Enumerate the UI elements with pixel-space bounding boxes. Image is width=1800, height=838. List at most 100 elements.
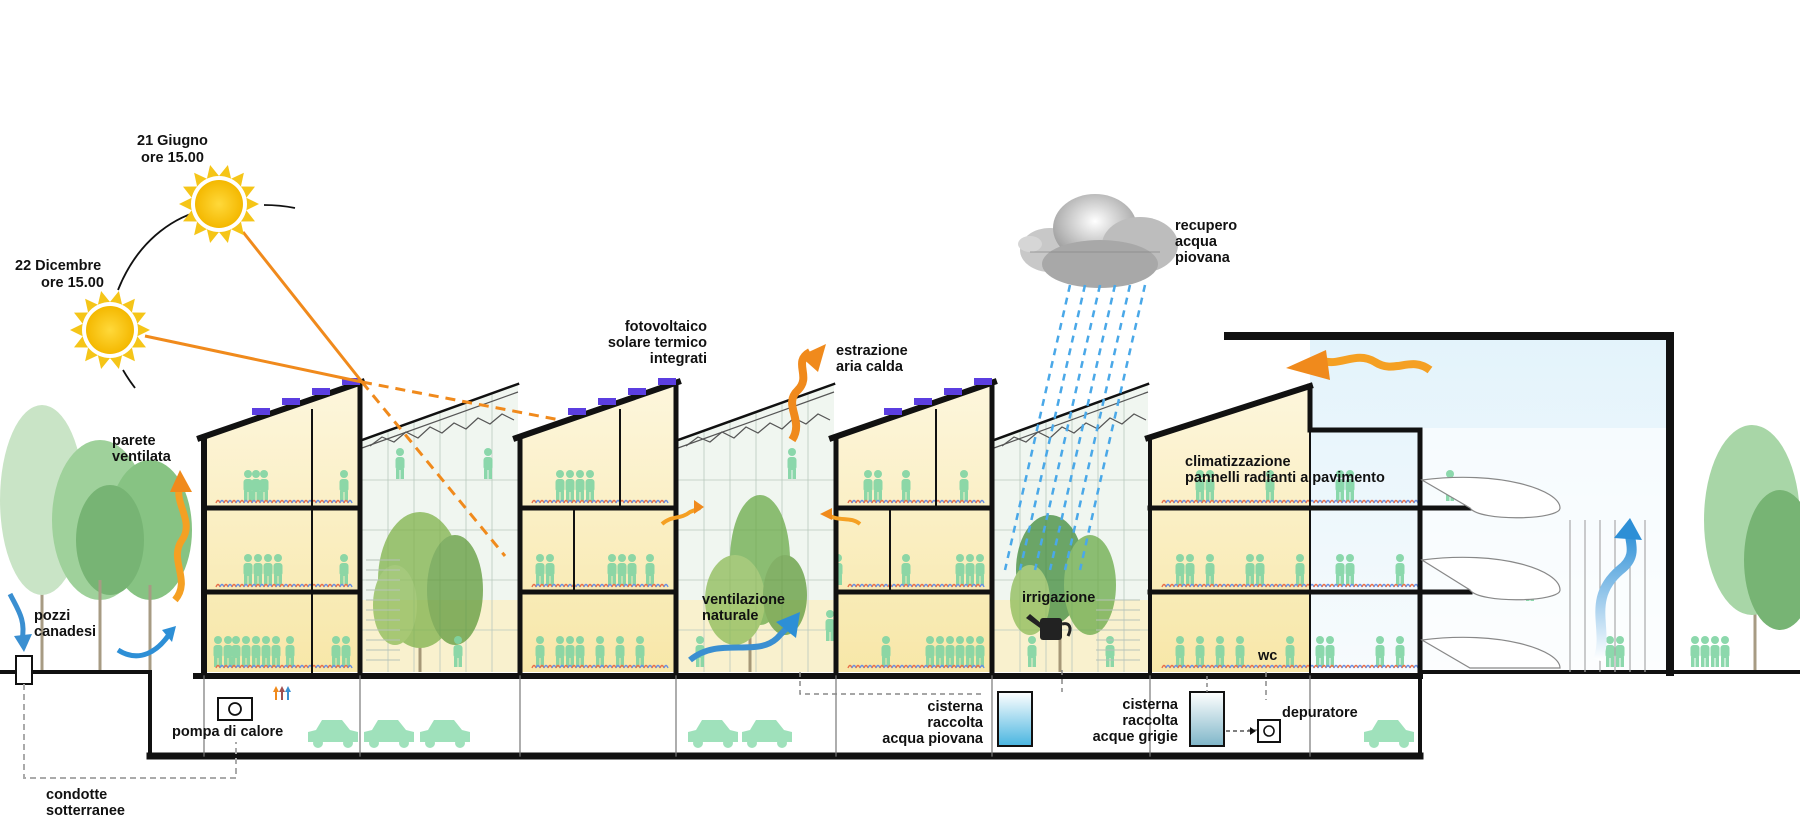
person-icon [271, 636, 281, 667]
person-icon [1615, 636, 1625, 667]
person-icon [1027, 636, 1037, 667]
airflow-arrows [7, 344, 1642, 663]
person-icon [555, 470, 565, 501]
person-icon [241, 636, 251, 667]
person-icon [535, 554, 545, 585]
person-icon [339, 554, 349, 585]
person-icon [1185, 554, 1195, 585]
sun-path [117, 204, 296, 389]
person-icon [1395, 554, 1405, 585]
parking-cars [308, 720, 1414, 748]
heat-pump-icon [217, 686, 291, 721]
person-icon [1205, 470, 1215, 501]
person-icon [1345, 554, 1355, 585]
pv-panel [914, 398, 932, 405]
person-icon [1315, 636, 1325, 667]
label-purifier: depuratore [1282, 705, 1358, 721]
airflow-arrow-icon [170, 470, 192, 603]
person-icon [285, 636, 295, 667]
pv-panel [628, 388, 646, 395]
person-icon [535, 636, 545, 667]
airflow-arrow-icon [660, 500, 862, 526]
airflow-arrow-icon [1286, 350, 1433, 380]
person-icon [1335, 470, 1345, 501]
person-icon [595, 636, 605, 667]
tree-icon [373, 512, 483, 672]
person-icon [925, 636, 935, 667]
person-icon [901, 470, 911, 501]
person-icon [1265, 470, 1275, 501]
person-icon [253, 554, 263, 585]
people-layer [213, 448, 1730, 667]
person-icon [1325, 636, 1335, 667]
person-icon [1335, 554, 1345, 585]
person-icon [627, 554, 637, 585]
pv-panel [658, 378, 676, 385]
person-icon [975, 636, 985, 667]
person-icon [945, 636, 955, 667]
person-icon [1690, 636, 1700, 667]
building-structure [0, 332, 1800, 760]
person-icon [635, 636, 645, 667]
airflow-arrow-icon [688, 612, 800, 663]
services [15, 614, 1281, 779]
car-icon [742, 720, 792, 748]
person-icon [1255, 554, 1265, 585]
pv-panel [974, 378, 992, 385]
airflow-arrow-icon [7, 592, 176, 659]
person-icon [243, 470, 253, 501]
person-icon [615, 636, 625, 667]
person-icon [825, 610, 835, 641]
person-icon [483, 448, 493, 479]
person-icon [575, 470, 585, 501]
person-icon [231, 636, 241, 667]
person-icon [339, 470, 349, 501]
person-icon [965, 636, 975, 667]
airflow-arrow-icon [1593, 518, 1642, 662]
person-icon [1195, 470, 1205, 501]
person-icon [1175, 554, 1185, 585]
car-icon [364, 720, 414, 748]
label-wc: wc [1257, 648, 1277, 664]
person-icon [955, 554, 965, 585]
person-icon [1235, 636, 1245, 667]
person-icon [565, 470, 575, 501]
person-icon [787, 448, 797, 479]
person-icon [213, 636, 223, 667]
rain-lines [1003, 284, 1147, 571]
pv-panel [252, 408, 270, 415]
person-icon [565, 636, 575, 667]
person-icon [259, 470, 269, 501]
car-icon [308, 720, 358, 748]
trees [0, 405, 1800, 672]
person-icon [395, 448, 405, 479]
person-icon [1700, 636, 1710, 667]
sun-icon [179, 165, 259, 243]
person-icon [1195, 636, 1205, 667]
person-icon [251, 636, 261, 667]
person-icon [1345, 470, 1355, 501]
person-icon [1295, 554, 1305, 585]
sun-icon [70, 291, 150, 369]
person-icon [223, 636, 233, 667]
label-heat-pump: pompa di calore [172, 724, 283, 740]
person-icon [1375, 636, 1385, 667]
person-icon [1205, 554, 1215, 585]
person-icon [1710, 636, 1720, 667]
person-icon [251, 470, 261, 501]
person-icon [331, 636, 341, 667]
person-icon [555, 636, 565, 667]
person-icon [1245, 554, 1255, 585]
person-icon [975, 554, 985, 585]
person-icon [243, 554, 253, 585]
